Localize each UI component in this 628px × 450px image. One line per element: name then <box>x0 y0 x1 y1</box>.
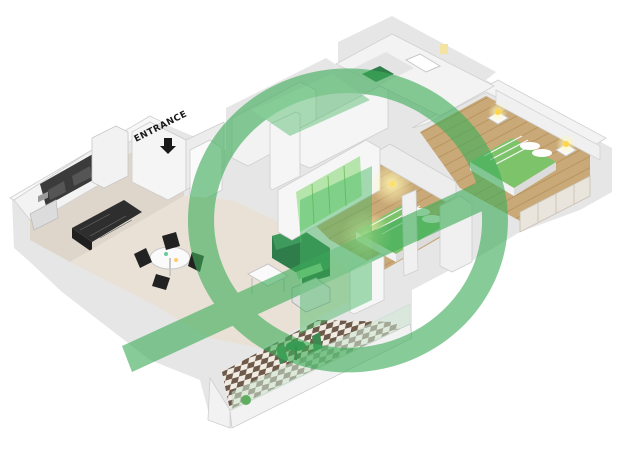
watermark-logo-icon <box>122 68 508 373</box>
entrance-arrow-icon <box>160 138 176 154</box>
